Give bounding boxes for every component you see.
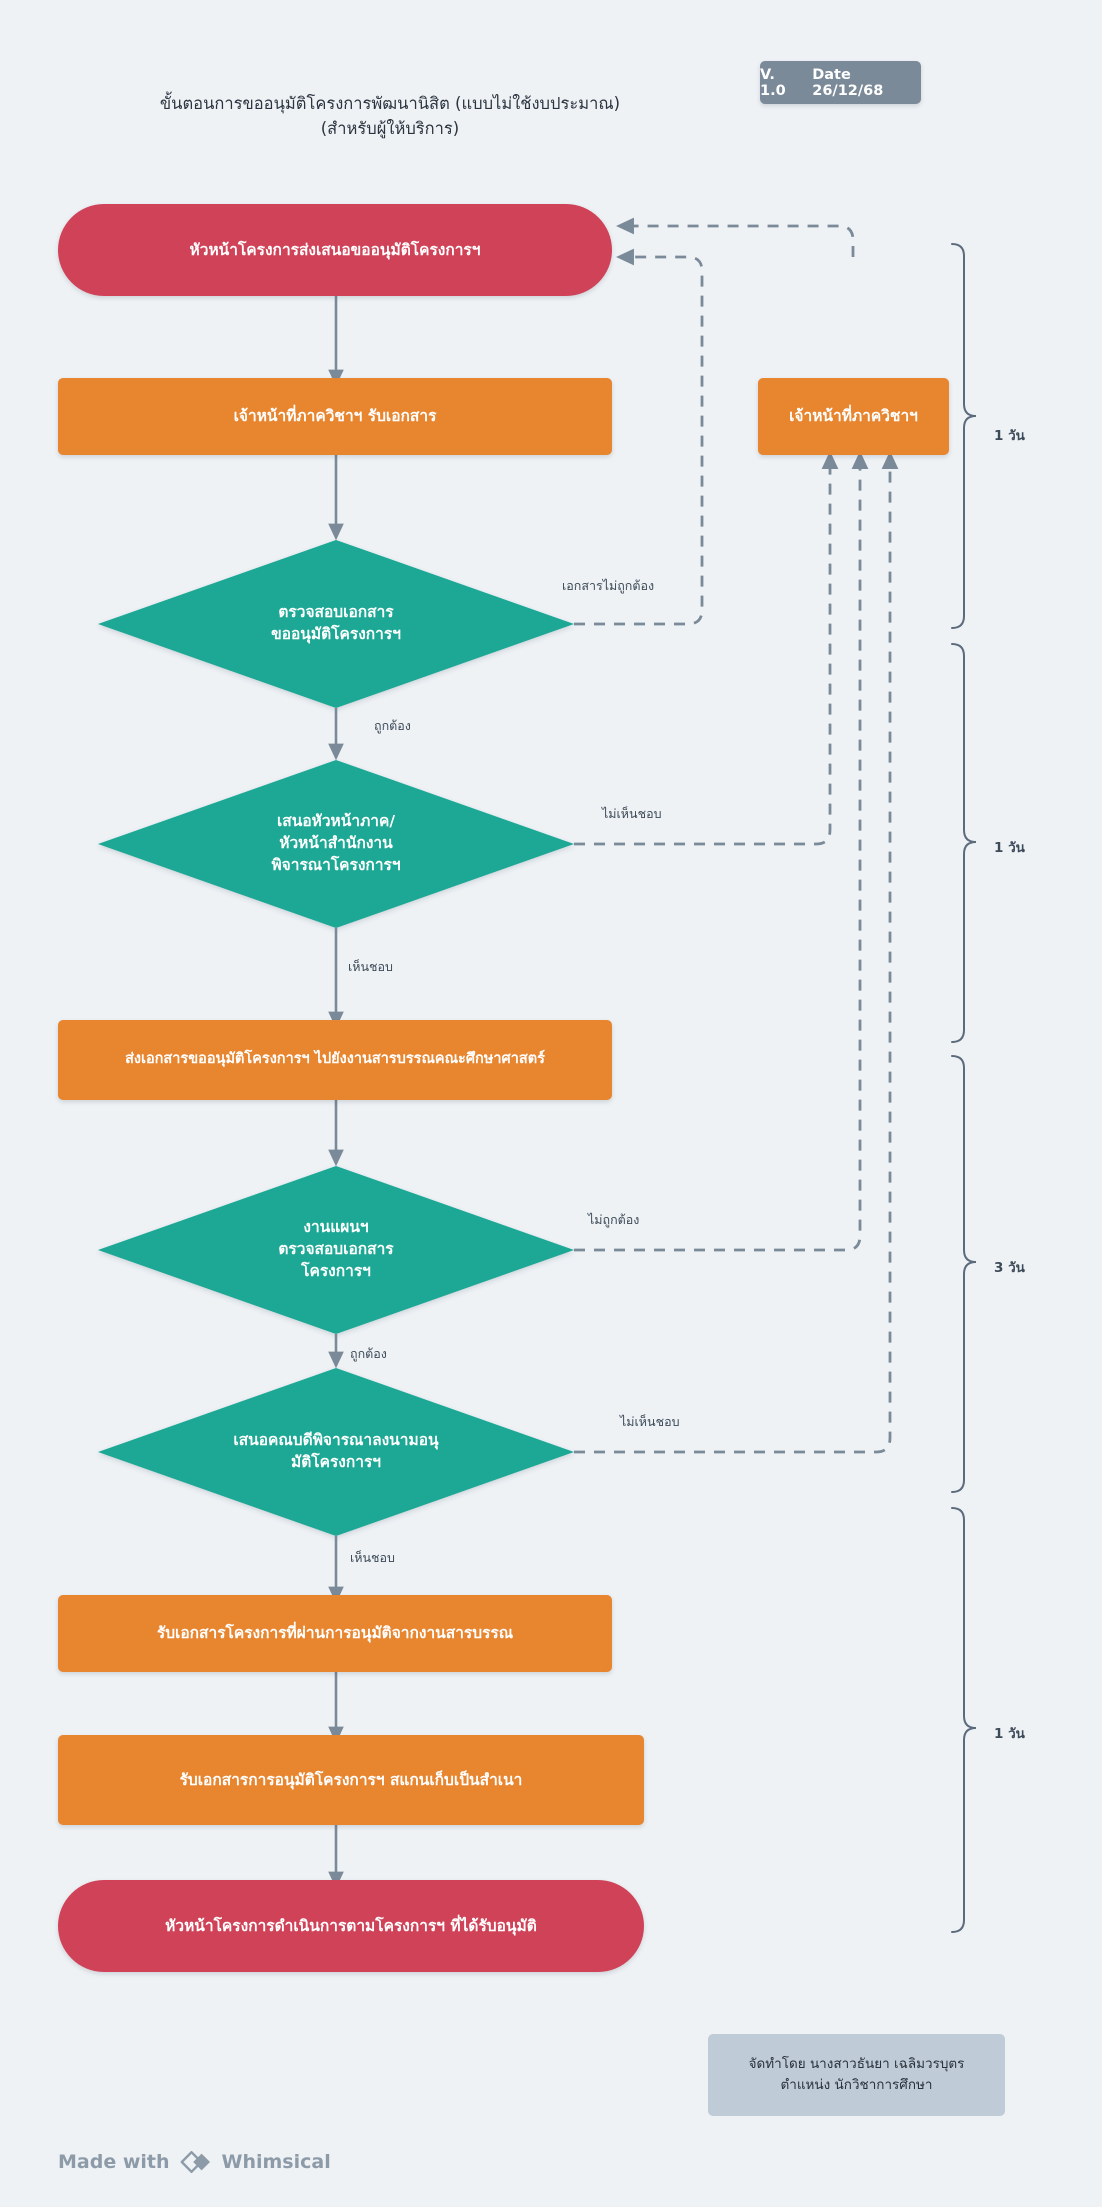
- node-dean-sign-line-2: มัติโครงการฯ: [291, 1453, 381, 1471]
- edge-label-not-approved-1: ไม่เห็นชอบ: [602, 806, 662, 821]
- page-title-line-2: (สำหรับผู้ให้บริการ): [320, 118, 460, 138]
- node-check-docs[interactable]: ตรวจสอบเอกสาร ขออนุมัติโครงการฯ: [98, 540, 574, 708]
- node-scan-copy[interactable]: รับเอกสารการอนุมัติโครงการฯ สแกนเก็บเป็น…: [58, 1735, 644, 1825]
- node-check-docs-line-1: ตรวจสอบเอกสาร: [278, 603, 394, 622]
- author-note-line-1: จัดทำโดย นางสาวธันยา เฉลิมวรบุตร: [748, 2056, 965, 2073]
- decision-shape-check-docs: [98, 540, 574, 708]
- node-start[interactable]: หัวหน้าโครงการส่งเสนอขออนุมัติโครงการฯ: [58, 204, 612, 296]
- author-note: จัดทำโดย นางสาวธันยา เฉลิมวรบุตร ตำแหน่ง…: [708, 2034, 1005, 2116]
- bracket-label-2: 1 วัน: [994, 840, 1025, 856]
- node-send-to-registry-label: ส่งเอกสารขออนุมัติโครงการฯ ไปยังงานสารบร…: [125, 1051, 545, 1068]
- node-scan-copy-label: รับเอกสารการอนุมัติโครงการฯ สแกนเก็บเป็น…: [179, 1770, 523, 1789]
- version-date: Date 26/12/68: [812, 66, 884, 99]
- node-dean-sign-line-1: เสนอคณบดีพิจารณาลงนามอนุ: [233, 1431, 439, 1450]
- author-note-line-2: ตำแหน่ง นักวิชาการศึกษา: [780, 2077, 933, 2093]
- node-head-review-line-3: พิจารณาโครงการฯ: [271, 855, 401, 874]
- bracket-label-4: 1 วัน: [994, 1726, 1025, 1742]
- feedback-routes: [574, 217, 899, 1454]
- node-head-review-label: เสนอหัวหน้าภาค/ หัวหน้าสำนักงาน พิจารณาโ…: [98, 760, 574, 928]
- node-plan-check-line-2: ตรวจสอบเอกสาร: [278, 1240, 394, 1259]
- edge-label-correct-2: ถูกต้อง: [350, 1346, 387, 1361]
- node-dean-sign[interactable]: เสนอคณบดีพิจารณาลงนามอนุ มัติโครงการฯ: [98, 1368, 574, 1536]
- node-head-review-line-1: เสนอหัวหน้าภาค/: [276, 812, 396, 831]
- node-receive-docs-label: เจ้าหน้าที่ภาควิชาฯ รับเอกสาร: [233, 407, 437, 426]
- node-end[interactable]: หัวหน้าโครงการดำเนินการตามโครงการฯ ที่ได…: [58, 1880, 644, 1972]
- node-check-docs-label: ตรวจสอบเอกสาร ขออนุมัติโครงการฯ: [98, 540, 574, 708]
- page-title-line-1: ขั้นตอนการขออนุมัติโครงการพัฒนานิสิต (แบ…: [159, 94, 621, 113]
- node-receive-approved-label: รับเอกสารโครงการที่ผ่านการอนุมัติจากงานส…: [156, 1624, 514, 1643]
- edge-label-incorrect-2: ไม่ถูกต้อง: [588, 1212, 640, 1227]
- node-head-review-line-2: หัวหน้าสำนักงาน: [279, 834, 393, 853]
- edge-label-approved-1: เห็นชอบ: [348, 959, 393, 974]
- node-staff-return[interactable]: เจ้าหน้าที่ภาควิชาฯ: [758, 378, 949, 455]
- page-title: ขั้นตอนการขออนุมัติโครงการพัฒนานิสิต (แบ…: [60, 92, 720, 142]
- node-receive-docs[interactable]: เจ้าหน้าที่ภาควิชาฯ รับเอกสาร: [58, 378, 612, 455]
- node-plan-check-line-3: โครงการฯ: [301, 1261, 371, 1280]
- edge-label-correct-1: ถูกต้อง: [374, 718, 411, 733]
- node-check-docs-line-2: ขออนุมัติโครงการฯ: [271, 625, 401, 643]
- node-plan-check-label: งานแผนฯ ตรวจสอบเอกสาร โครงการฯ: [98, 1166, 574, 1334]
- version-number: V. 1.0: [760, 66, 786, 99]
- whimsical-watermark[interactable]: Made with Whimsical: [58, 2150, 331, 2174]
- decision-shape-head-review: [98, 760, 574, 928]
- duration-brackets: [951, 243, 977, 1933]
- watermark-prefix: Made with: [58, 2151, 170, 2173]
- decision-shape-plan-check: [98, 1166, 574, 1334]
- node-send-to-registry[interactable]: ส่งเอกสารขออนุมัติโครงการฯ ไปยังงานสารบร…: [58, 1020, 612, 1100]
- watermark-brand: Whimsical: [221, 2151, 331, 2173]
- node-start-label: หัวหน้าโครงการส่งเสนอขออนุมัติโครงการฯ: [189, 240, 481, 259]
- node-head-review[interactable]: เสนอหัวหน้าภาค/ หัวหน้าสำนักงาน พิจารณาโ…: [98, 760, 574, 928]
- node-staff-return-label: เจ้าหน้าที่ภาควิชาฯ: [789, 407, 918, 426]
- node-dean-sign-label: เสนอคณบดีพิจารณาลงนามอนุ มัติโครงการฯ: [98, 1368, 574, 1536]
- edge-label-not-approved-2: ไม่เห็นชอบ: [620, 1414, 680, 1429]
- whimsical-logo-icon: [179, 2150, 213, 2174]
- edge-label-docs-incorrect: เอกสารไม่ถูกต้อง: [562, 578, 655, 593]
- node-plan-check-line-1: งานแผนฯ: [303, 1218, 369, 1237]
- edge-label-approved-2: เห็นชอบ: [350, 1550, 395, 1565]
- bracket-label-3: 3 วัน: [994, 1260, 1025, 1276]
- version-badge: V. 1.0 Date 26/12/68: [760, 61, 921, 104]
- node-end-label: หัวหน้าโครงการดำเนินการตามโครงการฯ ที่ได…: [165, 1916, 537, 1935]
- decision-shape-dean-sign: [98, 1368, 574, 1536]
- bracket-label-1: 1 วัน: [994, 428, 1025, 444]
- node-receive-approved[interactable]: รับเอกสารโครงการที่ผ่านการอนุมัติจากงานส…: [58, 1595, 612, 1672]
- node-plan-check[interactable]: งานแผนฯ ตรวจสอบเอกสาร โครงการฯ: [98, 1166, 574, 1334]
